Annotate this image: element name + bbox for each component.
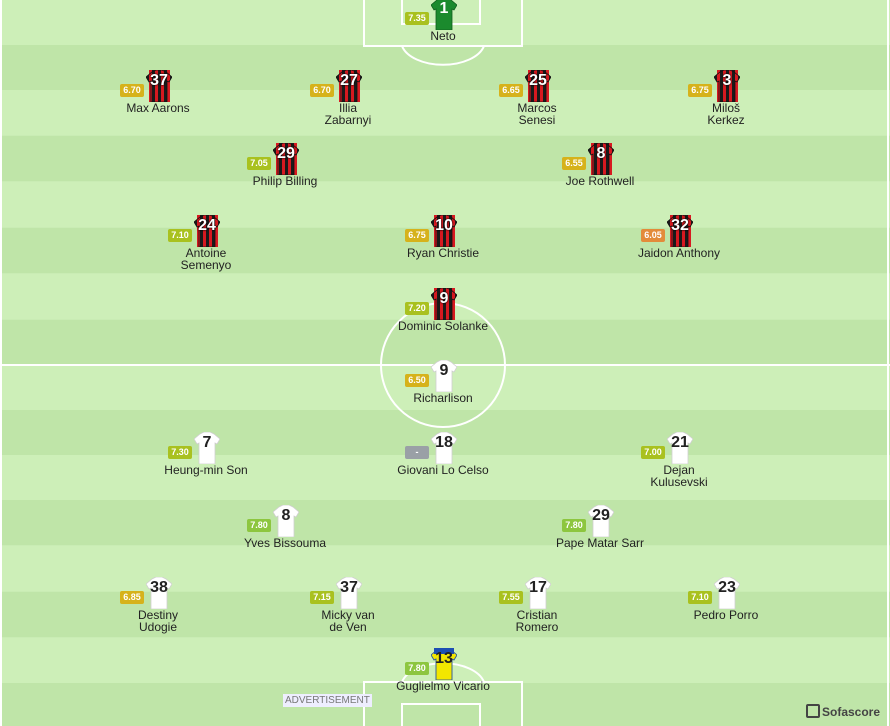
shirt-icon xyxy=(431,648,457,680)
rating-badge: 6.65 xyxy=(499,84,523,97)
player-number: 9 xyxy=(439,362,449,379)
shirt-icon xyxy=(146,577,172,609)
rating-badge: 7.20 xyxy=(405,302,429,315)
rating-badge: 7.05 xyxy=(247,157,271,170)
player-number: 1 xyxy=(439,0,449,17)
player-number: 21 xyxy=(671,434,689,451)
shirt-icon xyxy=(431,288,457,320)
player-number: 25 xyxy=(529,72,547,89)
player-name: Miloš Kerkez xyxy=(707,101,745,127)
rating-badge: 6.85 xyxy=(120,591,144,604)
player-name: Pape Matar Sarr xyxy=(555,536,645,550)
player-number: 3 xyxy=(722,72,732,89)
rating-badge: 6.75 xyxy=(688,84,712,97)
player-number: 8 xyxy=(596,145,606,162)
player-name: Richarlison xyxy=(413,391,473,405)
shirt-icon xyxy=(336,70,362,102)
shirt-icon xyxy=(525,70,551,102)
player-name: Micky van de Ven xyxy=(321,608,375,634)
player-name: Dominic Solanke xyxy=(397,319,489,333)
rating-badge: 7.35 xyxy=(405,12,429,25)
player-number: 29 xyxy=(277,145,295,162)
rating-badge: - xyxy=(405,446,429,459)
rating-badge: 6.70 xyxy=(120,84,144,97)
shirt-icon xyxy=(714,70,740,102)
player-number: 7 xyxy=(202,434,212,451)
shirt-icon xyxy=(431,0,457,30)
rating-badge: 7.30 xyxy=(168,446,192,459)
player-name: Heung-min Son xyxy=(164,463,248,477)
rating-badge: 7.15 xyxy=(310,591,334,604)
rating-badge: 7.00 xyxy=(641,446,665,459)
rating-badge: 7.10 xyxy=(168,229,192,242)
rating-badge: 6.55 xyxy=(562,157,586,170)
shirt-icon xyxy=(667,432,693,464)
player-number: 23 xyxy=(718,579,736,596)
rating-badge: 7.55 xyxy=(499,591,523,604)
player-number: 24 xyxy=(198,217,216,234)
shirt-icon xyxy=(588,143,614,175)
player-name: Pedro Porro xyxy=(693,608,759,622)
player-number: 29 xyxy=(592,507,610,524)
shirt-icon xyxy=(525,577,551,609)
player-name: Neto xyxy=(430,29,456,43)
player-name: Philip Billing xyxy=(252,174,318,188)
rating-badge: 7.80 xyxy=(405,662,429,675)
player-number: 32 xyxy=(671,217,689,234)
shirt-icon xyxy=(146,70,172,102)
shirt-icon xyxy=(431,215,457,247)
sofascore-brand: Sofascore xyxy=(806,704,880,719)
rating-badge: 7.80 xyxy=(562,519,586,532)
player-number: 10 xyxy=(435,217,453,234)
rating-badge: 6.75 xyxy=(405,229,429,242)
shirt-icon xyxy=(336,577,362,609)
shirt-icon xyxy=(273,143,299,175)
rating-badge: 6.50 xyxy=(405,374,429,387)
player-number: 37 xyxy=(150,72,168,89)
player-number: 17 xyxy=(529,579,547,596)
shirt-icon xyxy=(588,505,614,537)
player-name: Ryan Christie xyxy=(406,246,480,260)
player-name: Dejan Kulusevski xyxy=(650,463,708,489)
player-name: Giovani Lo Celso xyxy=(397,463,489,477)
player-name: Yves Bissouma xyxy=(243,536,327,550)
rating-badge: 7.10 xyxy=(688,591,712,604)
player-name: Illia Zabarnyi xyxy=(324,101,372,127)
shirt-icon xyxy=(194,432,220,464)
shirt-icon xyxy=(667,215,693,247)
rating-badge: 6.70 xyxy=(310,84,334,97)
player-name: Guglielmo Vicario xyxy=(396,679,490,693)
player-number: 8 xyxy=(281,507,291,524)
shirt-icon xyxy=(714,577,740,609)
advertisement-label: ADVERTISEMENT xyxy=(283,694,372,707)
player-name: Destiny Udogie xyxy=(137,608,178,634)
shirt-icon xyxy=(194,215,220,247)
sofascore-logo-icon xyxy=(806,704,820,718)
shirt-icon xyxy=(431,360,457,392)
player-name: Marcos Senesi xyxy=(517,101,557,127)
player-name: Max Aarons xyxy=(126,101,190,115)
rating-badge: 6.05 xyxy=(641,229,665,242)
player-number: 38 xyxy=(150,579,168,596)
player-name: Antoine Semenyo xyxy=(180,246,232,272)
player-number: 13 xyxy=(435,650,453,667)
player-name: Jaidon Anthony xyxy=(637,246,721,260)
player-name: Joe Rothwell xyxy=(565,174,635,188)
player-number: 27 xyxy=(340,72,358,89)
player-number: 37 xyxy=(340,579,358,596)
player-number: 18 xyxy=(435,434,453,451)
rating-badge: 7.80 xyxy=(247,519,271,532)
shirt-icon xyxy=(273,505,299,537)
player-number: 9 xyxy=(439,290,449,307)
shirt-icon xyxy=(431,432,457,464)
player-name: Cristian Romero xyxy=(515,608,559,634)
